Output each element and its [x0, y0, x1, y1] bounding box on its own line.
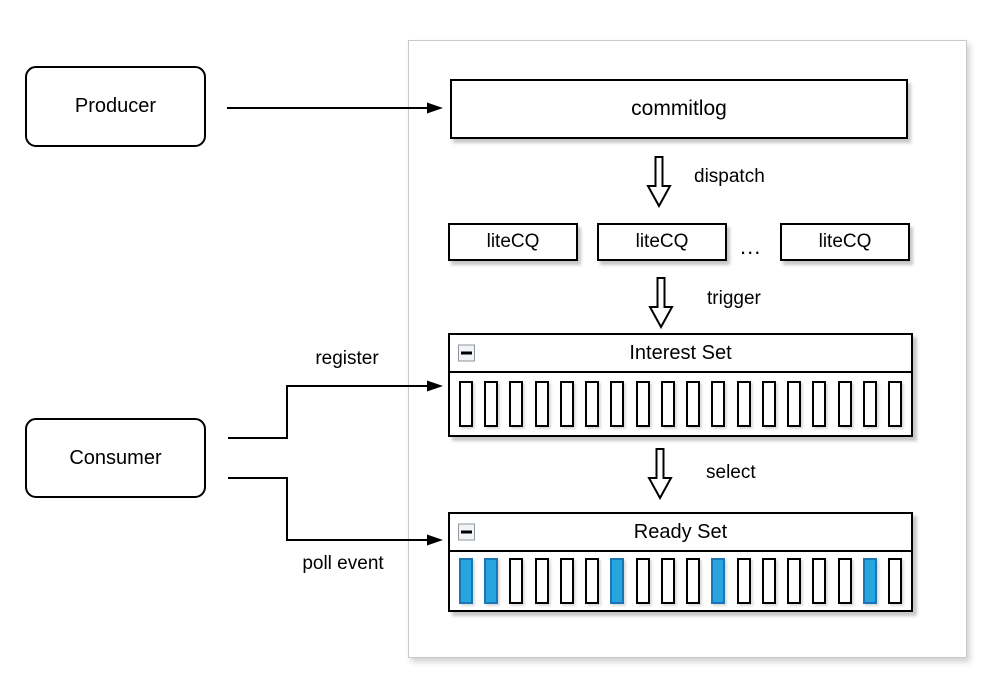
- trigger-label: trigger: [707, 288, 761, 309]
- slot: [812, 558, 827, 604]
- slot: [509, 381, 524, 427]
- producer-label: Producer: [74, 95, 157, 117]
- slot: [686, 381, 701, 427]
- slot: [635, 558, 650, 604]
- litecq-node-3[interactable]: liteCQ: [780, 223, 910, 261]
- slot: [534, 558, 549, 604]
- minus-icon: [461, 530, 472, 534]
- poll-event-arrowhead-icon: [427, 534, 443, 546]
- slot-active: [459, 558, 473, 604]
- slot: [484, 381, 499, 427]
- trigger-arrow-icon: [648, 277, 674, 329]
- slot: [761, 558, 776, 604]
- slot: [787, 558, 802, 604]
- slot: [534, 381, 549, 427]
- ready-set-panel: Ready Set: [448, 512, 913, 612]
- register-label: register: [315, 348, 379, 369]
- litecq-label: liteCQ: [635, 231, 689, 252]
- litecq-node-2[interactable]: liteCQ: [597, 223, 727, 261]
- litecq-label: liteCQ: [818, 231, 872, 252]
- slot-active: [862, 558, 877, 604]
- slot: [559, 558, 574, 604]
- ready-set-slots: [450, 552, 911, 610]
- dispatch-label: dispatch: [694, 166, 765, 187]
- slot: [610, 381, 625, 427]
- minus-icon: [461, 351, 472, 355]
- dispatch-arrow-icon: [646, 156, 672, 208]
- slot: [787, 381, 802, 427]
- slot: [887, 558, 902, 604]
- ready-set-header: Ready Set: [450, 514, 911, 552]
- producer-node[interactable]: Producer: [25, 66, 206, 147]
- slot: [585, 558, 600, 604]
- register-arrowhead-icon: [427, 380, 443, 392]
- interest-set-slots: [450, 373, 911, 435]
- slot: [660, 381, 675, 427]
- litecq-ellipsis: ...: [740, 234, 762, 259]
- slot: [736, 381, 751, 427]
- commitlog-label: commitlog: [631, 97, 727, 120]
- slot: [459, 381, 473, 427]
- slot: [635, 381, 650, 427]
- slot: [812, 381, 827, 427]
- interest-set-title: Interest Set: [629, 341, 732, 364]
- ready-set-title: Ready Set: [633, 520, 728, 543]
- slot: [862, 381, 877, 427]
- interest-set-header: Interest Set: [450, 335, 911, 373]
- slot-active: [484, 558, 499, 604]
- slot: [559, 381, 574, 427]
- slot-active: [610, 558, 625, 604]
- poll-event-label: poll event: [302, 553, 384, 574]
- slot: [837, 381, 852, 427]
- slot: [660, 558, 675, 604]
- slot: [509, 558, 524, 604]
- collapse-button[interactable]: [458, 344, 475, 362]
- select-arrow-icon: [647, 448, 673, 500]
- slot: [585, 381, 600, 427]
- producer-arrowhead-icon: [427, 102, 443, 114]
- litecq-node-1[interactable]: liteCQ: [448, 223, 578, 261]
- consumer-label: Consumer: [69, 446, 162, 469]
- slot: [686, 558, 701, 604]
- poll-event-line: [228, 477, 430, 541]
- collapse-button[interactable]: [458, 523, 475, 541]
- slot: [761, 381, 776, 427]
- slot: [736, 558, 751, 604]
- slot: [837, 558, 852, 604]
- litecq-label: liteCQ: [486, 231, 540, 252]
- select-label: select: [706, 462, 756, 483]
- commitlog-node[interactable]: commitlog: [450, 79, 908, 139]
- slot-active: [711, 558, 726, 604]
- consumer-node[interactable]: Consumer: [25, 418, 206, 498]
- register-line: [228, 385, 430, 439]
- slot: [711, 381, 726, 427]
- interest-set-panel: Interest Set: [448, 333, 913, 437]
- slot: [887, 381, 902, 427]
